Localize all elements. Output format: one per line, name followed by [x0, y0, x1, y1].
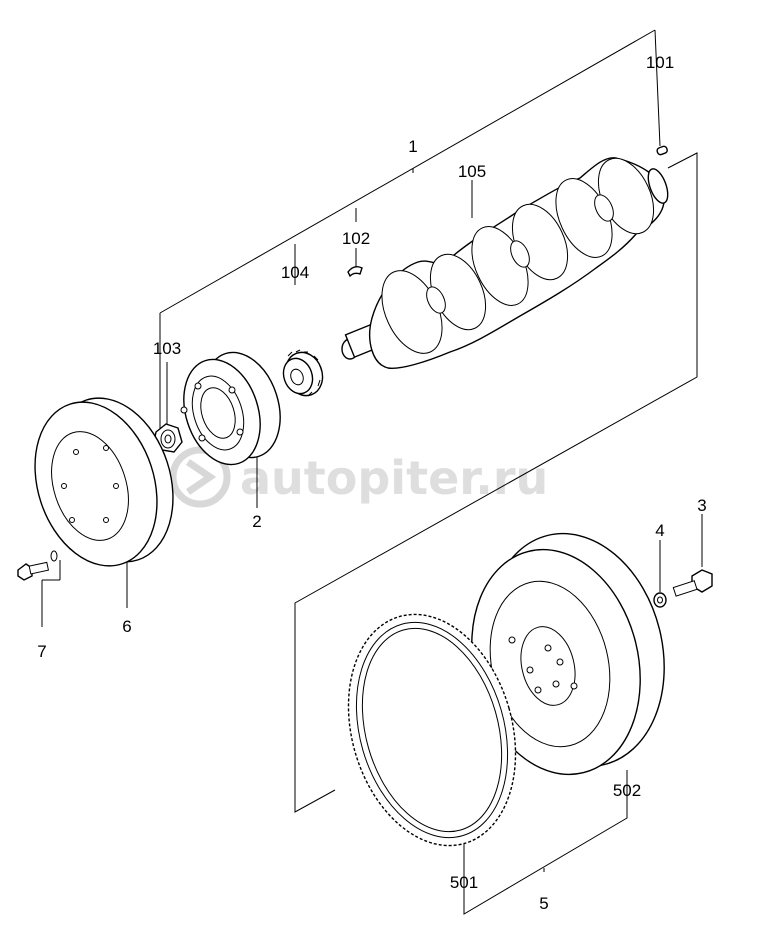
leader-lines: [41, 29, 703, 915]
label-5: 5: [539, 894, 548, 913]
part-104-gear: [282, 349, 324, 397]
part-501-ring-gear: [347, 613, 517, 847]
label-104: 104: [281, 263, 309, 282]
label-101: 101: [646, 53, 674, 72]
label-502: 502: [613, 781, 641, 800]
watermark-logo-icon: [169, 446, 231, 508]
label-2: 2: [252, 512, 261, 531]
label-103: 103: [153, 339, 181, 358]
part-7-bolt: [17, 550, 58, 581]
label-105: 105: [458, 162, 486, 181]
part-4-washer: [653, 592, 667, 608]
part-105-crankshaft: [341, 157, 669, 370]
part-102-key: [347, 265, 363, 278]
label-501: 501: [450, 873, 478, 892]
part-3-bolt: [672, 569, 713, 597]
label-3: 3: [697, 496, 706, 515]
watermark: autopiter.ru: [169, 446, 548, 508]
label-7: 7: [37, 642, 46, 661]
label-4: 4: [655, 521, 664, 540]
part-labels: 101 1 105 102 104 103 2 3 4 6 7 502 501 …: [37, 53, 706, 913]
label-6: 6: [122, 617, 131, 636]
part-6-damper-disc: [34, 397, 174, 567]
label-1: 1: [408, 137, 417, 156]
watermark-text: autopiter.ru: [240, 451, 548, 505]
part-101-key: [656, 145, 668, 156]
part-2-pulley: [180, 351, 281, 466]
label-102: 102: [342, 229, 370, 248]
